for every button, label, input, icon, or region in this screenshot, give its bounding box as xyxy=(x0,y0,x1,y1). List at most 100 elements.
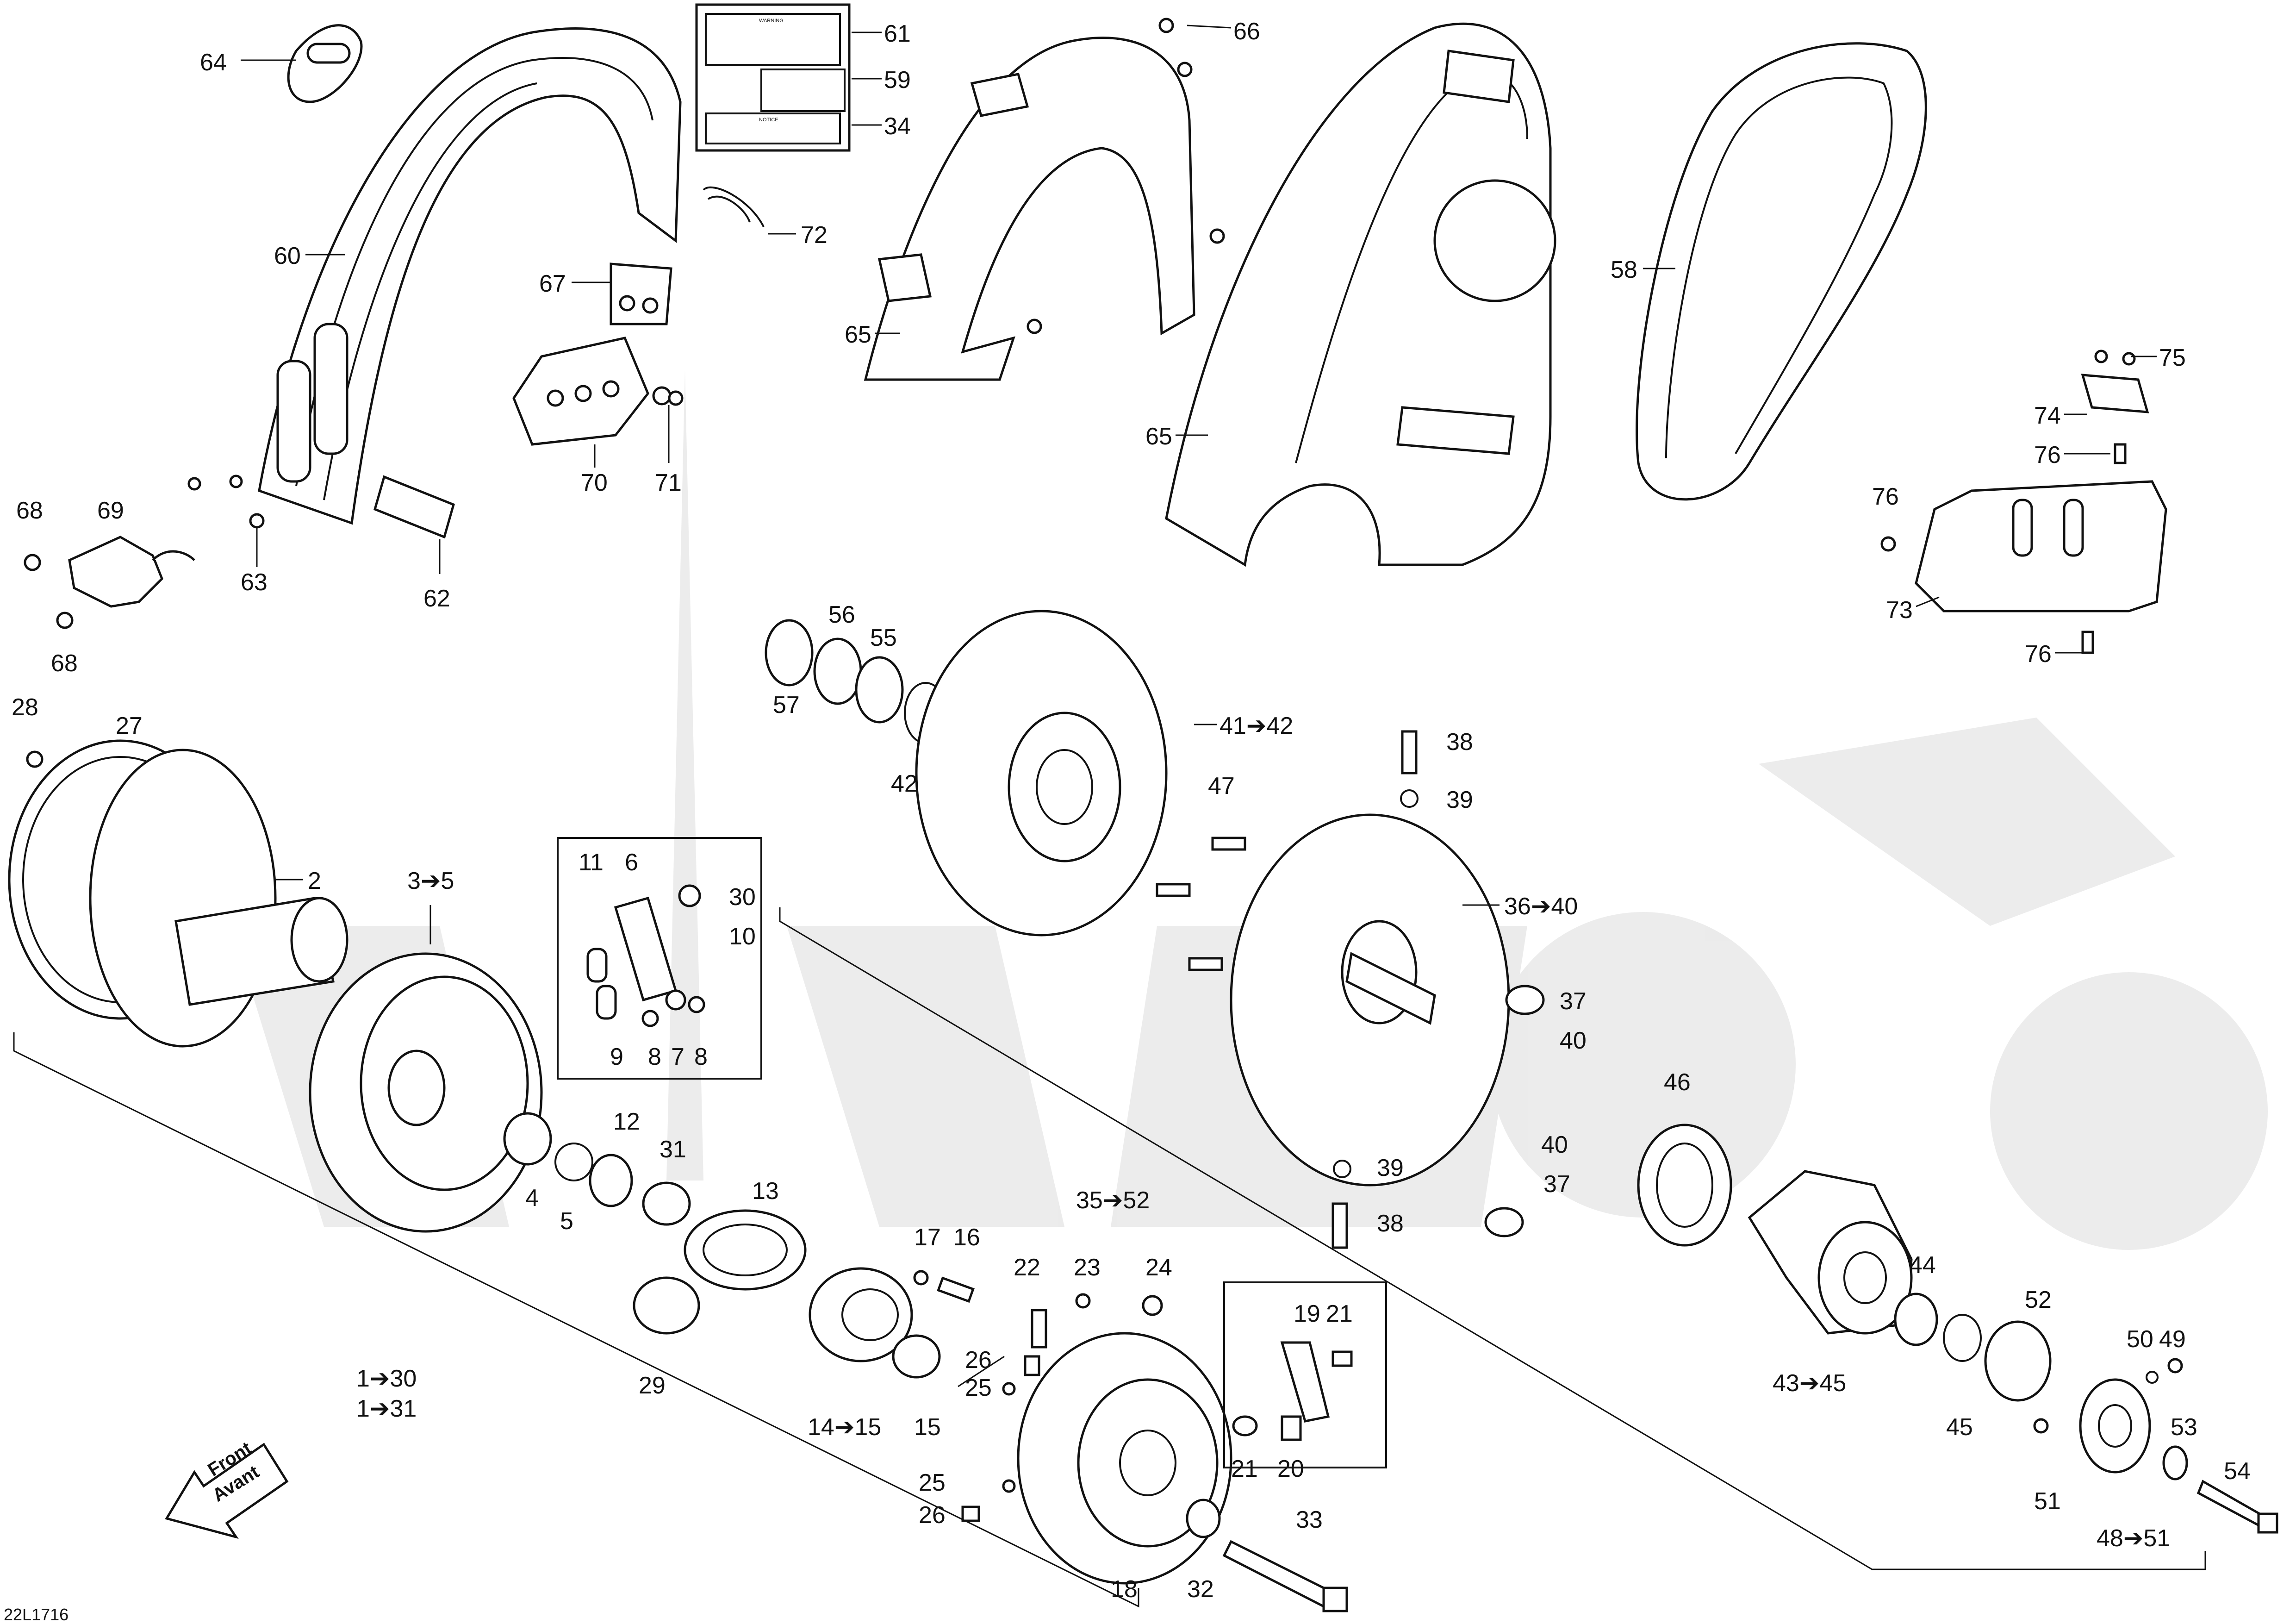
callout-59: 59 xyxy=(884,67,911,94)
callout-73: 73 xyxy=(1886,597,1913,624)
governor-cup-18 xyxy=(1017,1332,1232,1585)
callout-39a: 39 xyxy=(1446,787,1473,813)
nut-51 xyxy=(2033,1418,2049,1434)
callout-27: 27 xyxy=(116,712,143,739)
callout-55: 55 xyxy=(870,625,897,651)
rivet-66b xyxy=(1177,62,1193,77)
callout-54: 54 xyxy=(2224,1458,2251,1485)
callout-65b: 65 xyxy=(1145,423,1172,450)
callout-21a: 21 xyxy=(1326,1300,1353,1327)
callout-26a: 26 xyxy=(965,1347,992,1374)
callout-32: 32 xyxy=(1187,1576,1214,1603)
screw-76a xyxy=(2114,443,2127,464)
screw-76c xyxy=(2081,631,2094,654)
callout-6: 6 xyxy=(625,849,638,876)
screw-16 xyxy=(937,1276,975,1303)
callout-76a: 76 xyxy=(2034,442,2061,468)
washer-23 xyxy=(1075,1293,1091,1309)
screw-71 xyxy=(652,386,684,406)
front-arrow: Front Avant xyxy=(165,1438,289,1539)
decal-caution-title: NOTICE xyxy=(759,117,778,123)
callout-69: 69 xyxy=(97,497,124,524)
callout-49: 49 xyxy=(2159,1326,2186,1353)
inset-roller xyxy=(1223,1281,1387,1468)
decal-warning-title: WARNING xyxy=(759,18,784,24)
callout-51: 51 xyxy=(2034,1488,2061,1515)
callout-33: 33 xyxy=(1296,1506,1323,1533)
callout-38a: 38 xyxy=(1446,729,1473,756)
callout-17: 17 xyxy=(914,1224,941,1251)
ring-45 xyxy=(1943,1314,1982,1362)
sliding-sheave-36 xyxy=(1230,813,1510,1187)
rivet-66c xyxy=(1209,228,1225,244)
callout-30: 30 xyxy=(729,884,756,911)
callout-1-31: 1➔31 xyxy=(356,1395,417,1422)
callout-11: 11 xyxy=(579,849,604,876)
washer-63c xyxy=(229,475,243,488)
callout-8a: 8 xyxy=(648,1043,661,1070)
leader-lines xyxy=(241,25,2157,1387)
bracket-69 xyxy=(68,536,195,608)
callout-47: 47 xyxy=(1208,773,1235,800)
callout-25a: 25 xyxy=(965,1374,992,1401)
fixed-sheave-2 xyxy=(89,749,348,1048)
callout-52: 52 xyxy=(2025,1287,2052,1313)
callout-8b: 8 xyxy=(694,1043,708,1070)
knob-64 xyxy=(287,24,363,103)
bracket-70 xyxy=(512,337,649,446)
screw-68a xyxy=(24,554,41,571)
callout-1-30: 1➔30 xyxy=(356,1365,417,1392)
washer-57 xyxy=(765,619,814,687)
bolt-54 xyxy=(2196,1480,2278,1534)
sliding-sheave-3 xyxy=(309,952,543,1233)
callout-68b: 68 xyxy=(51,650,78,677)
callout-22: 22 xyxy=(1014,1254,1040,1281)
callout-26b: 26 xyxy=(919,1502,946,1529)
rivet-66d xyxy=(1027,319,1042,334)
bolt-28 xyxy=(26,750,44,768)
callout-75: 75 xyxy=(2159,344,2186,371)
callout-29: 29 xyxy=(639,1372,666,1399)
washer-39b xyxy=(1333,1160,1351,1178)
washer-32 xyxy=(1186,1499,1221,1538)
callout-67: 67 xyxy=(539,270,566,297)
callout-64: 64 xyxy=(200,49,227,76)
pin-26b xyxy=(961,1505,980,1522)
callout-9: 9 xyxy=(610,1043,623,1070)
callout-28: 28 xyxy=(12,694,38,721)
callout-76c: 76 xyxy=(2025,641,2052,668)
callout-36-40: 36➔40 xyxy=(1504,893,1578,920)
bushing-31 xyxy=(642,1181,691,1226)
group-line-1-30 xyxy=(13,1032,1139,1608)
callout-2: 2 xyxy=(308,868,321,894)
callout-37b: 37 xyxy=(1543,1171,1570,1198)
washer-25a xyxy=(1002,1382,1016,1396)
belt-guard-top xyxy=(258,27,682,539)
bracket-48 xyxy=(2079,1378,2151,1474)
callout-25b: 25 xyxy=(919,1469,946,1496)
ring-5 xyxy=(554,1143,593,1181)
callout-16: 16 xyxy=(953,1224,980,1251)
callout-23: 23 xyxy=(1074,1254,1101,1281)
callout-38b: 38 xyxy=(1377,1210,1404,1237)
callout-42: 42 xyxy=(891,770,918,797)
callout-19: 19 xyxy=(1294,1300,1320,1327)
screw-76b xyxy=(1880,536,1896,552)
callout-45: 45 xyxy=(1946,1414,1973,1441)
pin-38a xyxy=(1401,730,1418,775)
pin-47a xyxy=(1211,837,1246,851)
callout-41-42: 41➔42 xyxy=(1220,712,1293,739)
decal-panel: WARNING NOTICE xyxy=(695,3,851,152)
callout-39b: 39 xyxy=(1377,1155,1404,1181)
callout-68a: 68 xyxy=(16,497,43,524)
callout-10: 10 xyxy=(729,923,756,950)
callout-20: 20 xyxy=(1277,1455,1304,1482)
rivet-66a xyxy=(1158,18,1174,33)
callout-7: 7 xyxy=(671,1043,684,1070)
callout-72: 72 xyxy=(801,222,828,249)
screw-75a xyxy=(2094,350,2108,363)
cover-inner-65 xyxy=(864,37,1195,381)
spider-14 xyxy=(809,1267,913,1362)
